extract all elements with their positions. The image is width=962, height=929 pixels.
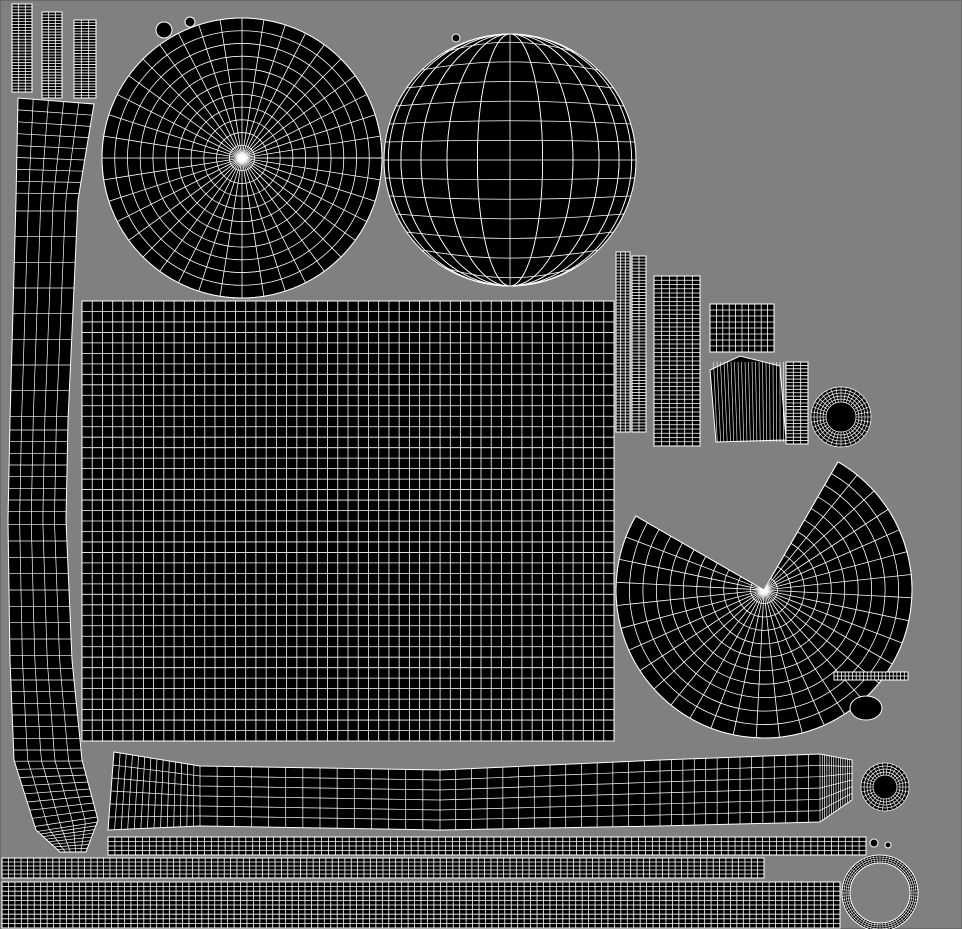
uv-island-large-grid	[81, 300, 615, 742]
uv-island-strip-bottom-3	[1, 881, 841, 929]
uv-island-small-strips-middle	[615, 251, 631, 433]
uv-island-small-strips-middle	[833, 671, 909, 681]
uv-island-small-disc	[849, 695, 883, 721]
uv-island-small-strips-top-left	[11, 3, 33, 93]
uv-island-small-strips-top-left	[41, 11, 63, 99]
uv-island-small-ring-right	[810, 386, 910, 812]
uv-island-small-strips-middle	[709, 303, 775, 353]
uv-island-small-disc	[451, 33, 461, 43]
uv-island-small-disc	[184, 16, 196, 28]
uv-island-small-strips-top-left	[73, 19, 97, 99]
uv-island-strip-bottom-1	[107, 836, 867, 856]
uv-island-small-strips-middle	[631, 255, 647, 433]
uv-island-small-strips-middle	[709, 355, 787, 443]
uv-island-sphere-cap	[383, 33, 637, 287]
uv-island-left-strap	[7, 97, 99, 853]
uv-island-small-disc	[155, 21, 173, 39]
uv-island-small-strips-middle	[785, 361, 809, 445]
uv-islands	[1, 3, 919, 929]
uv-island-bottom-strap	[107, 751, 853, 831]
uv-island-small-disc	[884, 841, 892, 849]
uv-island-partial-fan-right	[615, 461, 913, 739]
uv-island-small-strips-middle	[653, 275, 701, 447]
uv-island-circle-fan-left	[101, 17, 383, 299]
uv-island-ring-bottom-right	[841, 854, 919, 929]
uv-island-strip-bottom-2	[1, 857, 765, 879]
uv-island-small-disc	[869, 838, 879, 848]
